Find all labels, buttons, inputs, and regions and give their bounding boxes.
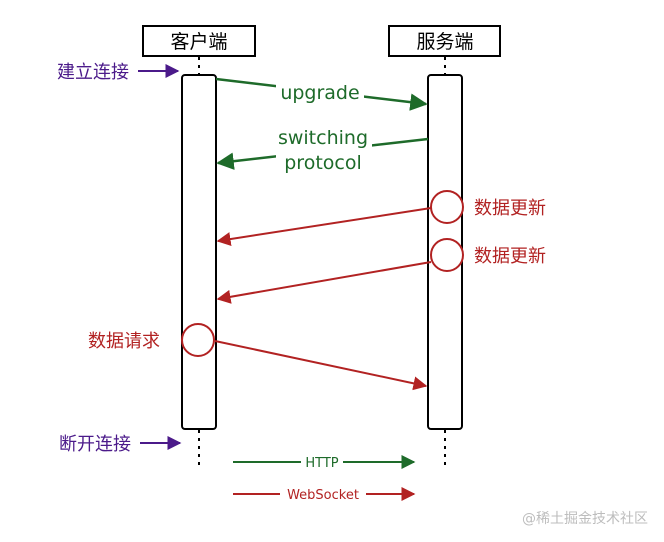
client-request-label: 数据请求 bbox=[88, 331, 160, 352]
switching-label-line1: switching bbox=[278, 127, 368, 149]
upgrade-label: upgrade bbox=[280, 82, 359, 104]
server-update-marker-2 bbox=[430, 238, 464, 272]
client-activation-bar bbox=[181, 74, 217, 430]
client-request-marker bbox=[181, 323, 215, 357]
server-update-label-1: 数据更新 bbox=[474, 198, 546, 219]
legend-websocket-label: WebSocket bbox=[287, 488, 359, 503]
watermark: @稀土掘金技术社区 bbox=[522, 511, 648, 527]
client-header: 客户端 bbox=[142, 25, 256, 57]
client-label: 客户端 bbox=[170, 31, 227, 53]
connect-label: 建立连接 bbox=[57, 62, 129, 83]
server-update-marker-1 bbox=[430, 190, 464, 224]
switching-label-bg bbox=[276, 125, 372, 175]
client-request-arrow bbox=[214, 340, 428, 391]
server-label: 服务端 bbox=[416, 31, 473, 53]
server-update-label-2: 数据更新 bbox=[474, 246, 546, 267]
upgrade-label-bg bbox=[276, 80, 364, 104]
server-push-arrow-1 bbox=[216, 207, 432, 246]
server-header: 服务端 bbox=[388, 25, 501, 57]
server-push-arrow-2 bbox=[216, 261, 432, 304]
disconnect-label: 断开连接 bbox=[59, 434, 131, 455]
legend: HTTP WebSocket bbox=[233, 453, 416, 503]
legend-http-label: HTTP bbox=[305, 456, 338, 471]
switching-label-line2: protocol bbox=[284, 152, 362, 174]
